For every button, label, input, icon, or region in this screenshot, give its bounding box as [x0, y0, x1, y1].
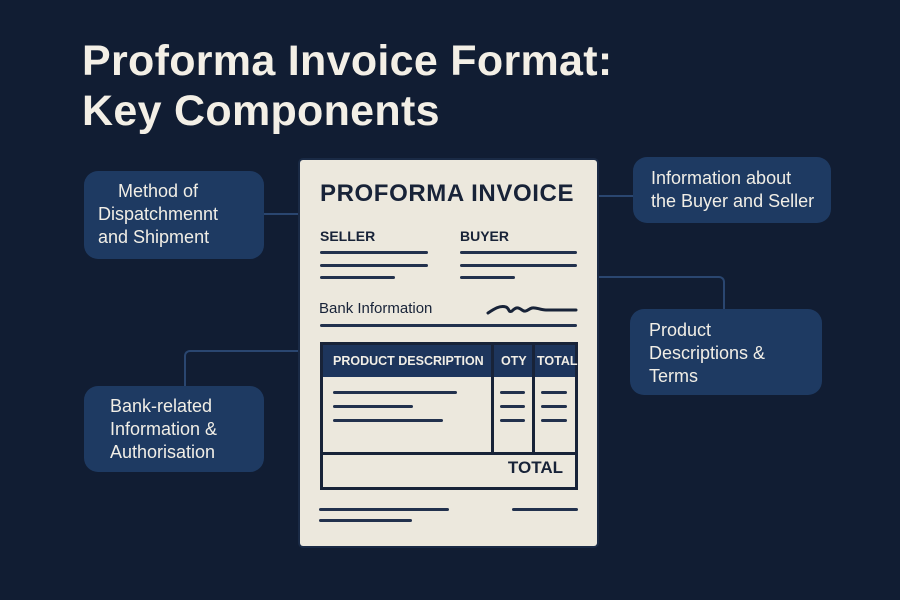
product-table: PRODUCT DESCRIPTION OTY TOTAL TOTAL [320, 342, 578, 490]
callout-text: Bank-related [110, 396, 213, 416]
invoice-document: PROFORMA INVOICE SELLER BUYER Bank Infor… [300, 160, 597, 546]
callout-text: Information about [651, 168, 792, 188]
connector-products [597, 276, 725, 311]
title-line-2: Key Components [82, 87, 440, 135]
callout-dispatch-shipment: Method of Dispatchmennt and Shipment [84, 171, 264, 259]
seller-line [320, 251, 428, 254]
callout-text: Product [649, 320, 712, 340]
footer-line [319, 508, 449, 511]
connector-parties [597, 195, 633, 197]
callout-text: Information & [110, 419, 218, 439]
column-total: TOTAL [537, 354, 578, 368]
callout-bank-authorisation: Bank-related Information & Authorisation [84, 386, 264, 472]
bank-divider [320, 324, 577, 327]
column-divider [532, 345, 535, 455]
connector-dispatch [264, 213, 300, 215]
callout-text: Authorisation [110, 442, 216, 462]
table-header: PRODUCT DESCRIPTION OTY TOTAL [323, 345, 578, 377]
qty-line [500, 391, 525, 394]
description-line [333, 419, 443, 422]
callout-text: Method of [118, 181, 199, 201]
callout-product-terms: Product Descriptions & Terms [630, 309, 822, 395]
description-line [333, 405, 413, 408]
total-line [541, 405, 567, 408]
footer-line [319, 519, 412, 522]
column-product-description: PRODUCT DESCRIPTION [333, 354, 484, 368]
callout-text: and Shipment [98, 227, 210, 247]
grand-total-label: TOTAL [507, 458, 563, 477]
callout-text: Terms [649, 366, 698, 386]
column-qty: OTY [501, 354, 527, 368]
seller-line [320, 264, 428, 267]
qty-line [500, 405, 525, 408]
column-divider [491, 345, 494, 455]
total-row-divider [323, 452, 575, 455]
callout-buyer-seller: Information about the Buyer and Seller [633, 157, 831, 223]
signature-icon [486, 305, 578, 315]
callout-text: Descriptions & [649, 343, 766, 363]
page-title: Proforma Invoice Format: Key Components [82, 36, 612, 136]
bank-information-label: Bank Information [319, 300, 433, 317]
callout-text: Dispatchmennt [98, 204, 219, 224]
invoice-heading: PROFORMA INVOICE [320, 180, 575, 207]
total-line [541, 419, 567, 422]
footer-signature-line [512, 508, 578, 511]
qty-line [500, 419, 525, 422]
buyer-line [460, 251, 577, 254]
connector-bank [184, 350, 302, 389]
total-line [541, 391, 567, 394]
seller-line [320, 276, 395, 279]
buyer-line [460, 276, 515, 279]
seller-label: SELLER [320, 228, 376, 244]
buyer-label: BUYER [460, 228, 510, 244]
title-line-1: Proforma Invoice Format: [82, 37, 613, 85]
buyer-line [460, 264, 577, 267]
description-line [333, 391, 457, 394]
callout-text: the Buyer and Seller [651, 191, 815, 211]
